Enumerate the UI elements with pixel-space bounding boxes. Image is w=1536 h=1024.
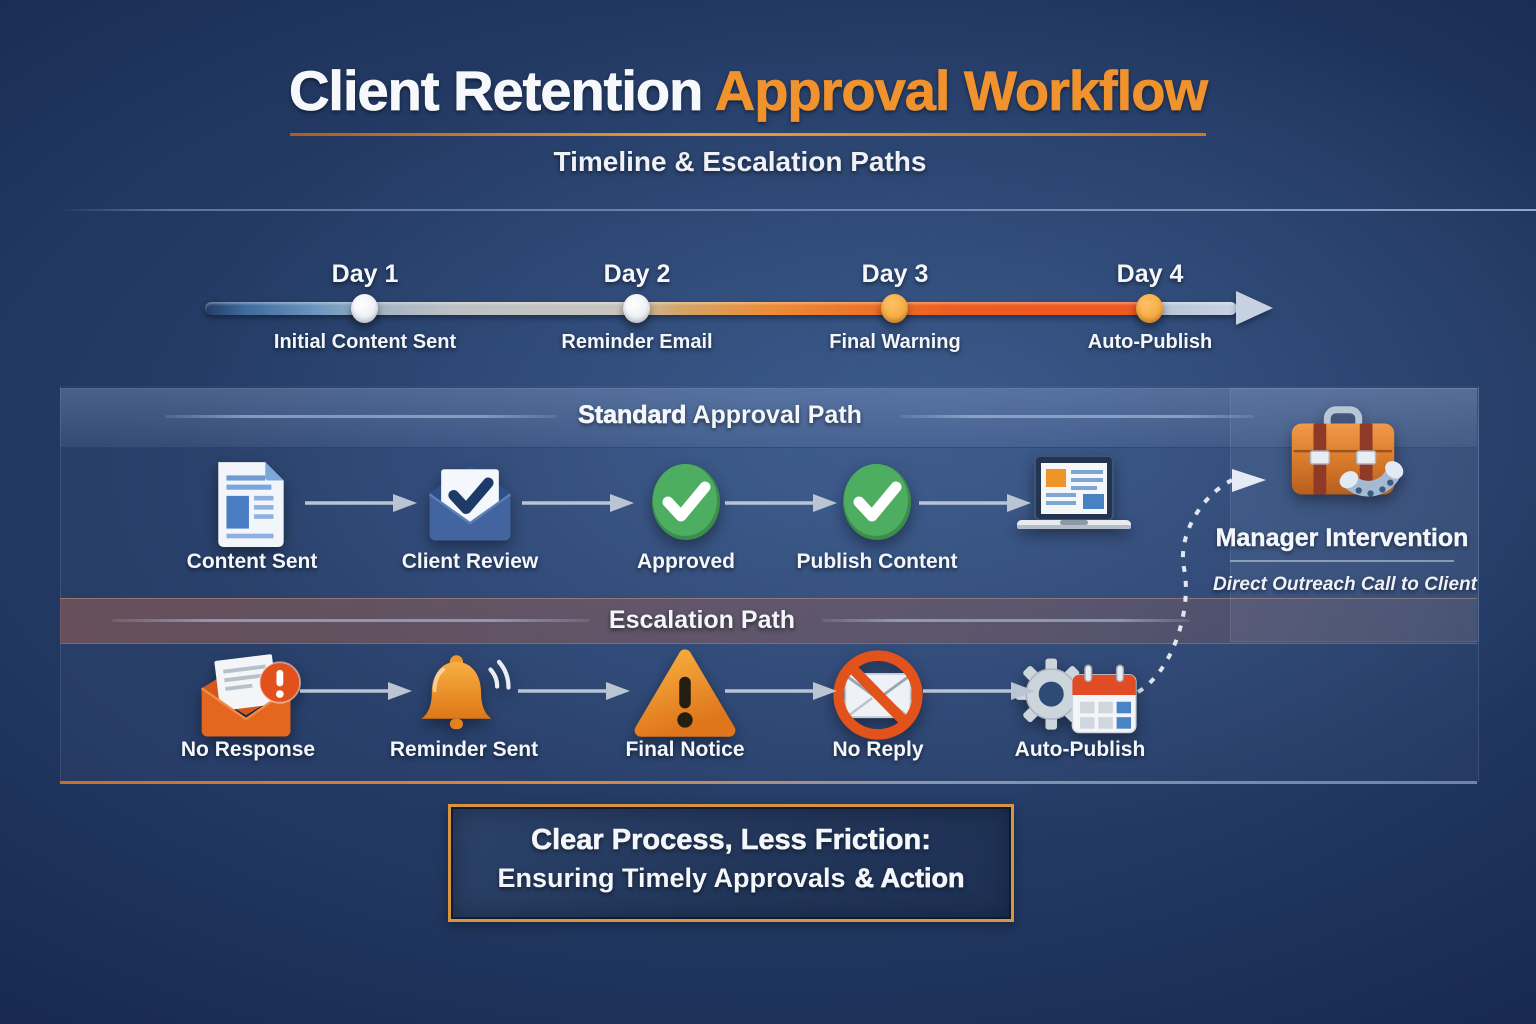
arrow-right-icon [300, 682, 412, 700]
workflow-panel [60, 386, 1479, 782]
header-divider [55, 209, 1536, 211]
timeline-day-3: Day 3 [861, 260, 929, 288]
page-title-primary: Client Retention [288, 59, 704, 123]
page-title-accent: Approval Workflow [714, 59, 1208, 123]
timeline-day-2: Day 2 [603, 260, 671, 288]
timeline-dot-day1 [351, 294, 378, 323]
mail-alert-icon [178, 646, 318, 746]
summary-line2-bold: & Action [854, 863, 965, 894]
standard-path-header-emphasis: Standard [578, 401, 687, 430]
timeline-dot-day3 [881, 294, 908, 323]
standard-path-band [60, 388, 1477, 448]
escalation-to-manager-connector [1136, 469, 1266, 694]
title-underline [290, 133, 1206, 136]
timeline-arrowhead-icon [1236, 291, 1273, 325]
gear-calendar-icon [1012, 646, 1152, 746]
summary-line1: Clear Process, Less Friction: [531, 824, 931, 857]
briefcase-phone-icon [1278, 400, 1408, 518]
page-title: Client Retention Approval Workflow [0, 58, 1496, 123]
escalation-path-header: Escalation Path [608, 606, 796, 634]
laptop-icon [1003, 452, 1143, 552]
arrow-right-icon [305, 494, 417, 512]
warning-triangle-icon [615, 644, 755, 744]
step-label-approved: Approved [636, 550, 735, 573]
check-circle-icon [616, 452, 756, 552]
step-label-content-sent: Content Sent [186, 550, 318, 573]
timeline-label-2: Reminder Email [561, 331, 713, 353]
manager-intervention-subtitle: Direct Outreach Call to Client [1213, 574, 1477, 595]
standard-band-line-left [165, 415, 557, 418]
arrow-right-icon [919, 494, 1031, 512]
step-label-no-reply: No Reply [832, 738, 924, 761]
step-label-no-response: No Response [180, 738, 316, 761]
manager-intervention-title: Manager Intervention [1215, 524, 1469, 552]
step-label-auto-publish: Auto-Publish [1014, 738, 1146, 761]
check-circle-icon [807, 452, 947, 552]
document-icon [182, 452, 322, 552]
envelope-check-icon [400, 452, 540, 552]
standard-path-header: Standard Approval Path [0, 401, 1440, 430]
no-reply-icon [808, 646, 948, 746]
arrow-right-icon [923, 682, 1035, 700]
timeline-label-4: Auto-Publish [1087, 331, 1213, 353]
summary-line2: Ensuring Timely Approvals & Action [451, 863, 1011, 894]
manager-intervention-underline [1230, 560, 1454, 562]
step-label-final-notice: Final Notice [625, 738, 745, 761]
arrow-right-icon [725, 682, 837, 700]
timeline-day-1: Day 1 [331, 260, 399, 288]
page-subtitle: Timeline & Escalation Paths [553, 146, 927, 177]
step-label-client-review: Client Review [401, 550, 539, 573]
arrow-right-icon [725, 494, 837, 512]
timeline-day-4: Day 4 [1116, 260, 1184, 288]
standard-path-header-rest: Approval Path [692, 401, 862, 429]
timeline-dot-day2 [623, 294, 650, 323]
standard-band-line-right [900, 415, 1254, 418]
escalation-band-line-right [822, 619, 1190, 622]
bell-icon [394, 646, 534, 746]
arrow-right-icon [518, 682, 630, 700]
timeline-label-3: Final Warning [829, 331, 961, 353]
timeline-bar [205, 302, 1237, 315]
step-label-publish-content: Publish Content [796, 550, 958, 573]
summary-line2-text: Ensuring Timely Approvals [497, 863, 846, 893]
timeline-label-1: Initial Content Sent [273, 331, 457, 353]
arrow-right-icon [522, 494, 634, 512]
step-label-reminder-sent: Reminder Sent [389, 738, 539, 761]
timeline-dot-day4 [1136, 294, 1163, 323]
escalation-band-line-left [112, 619, 590, 622]
panel-bottom-divider [60, 781, 1477, 784]
summary-banner: Clear Process, Less Friction: Ensuring T… [448, 804, 1014, 922]
